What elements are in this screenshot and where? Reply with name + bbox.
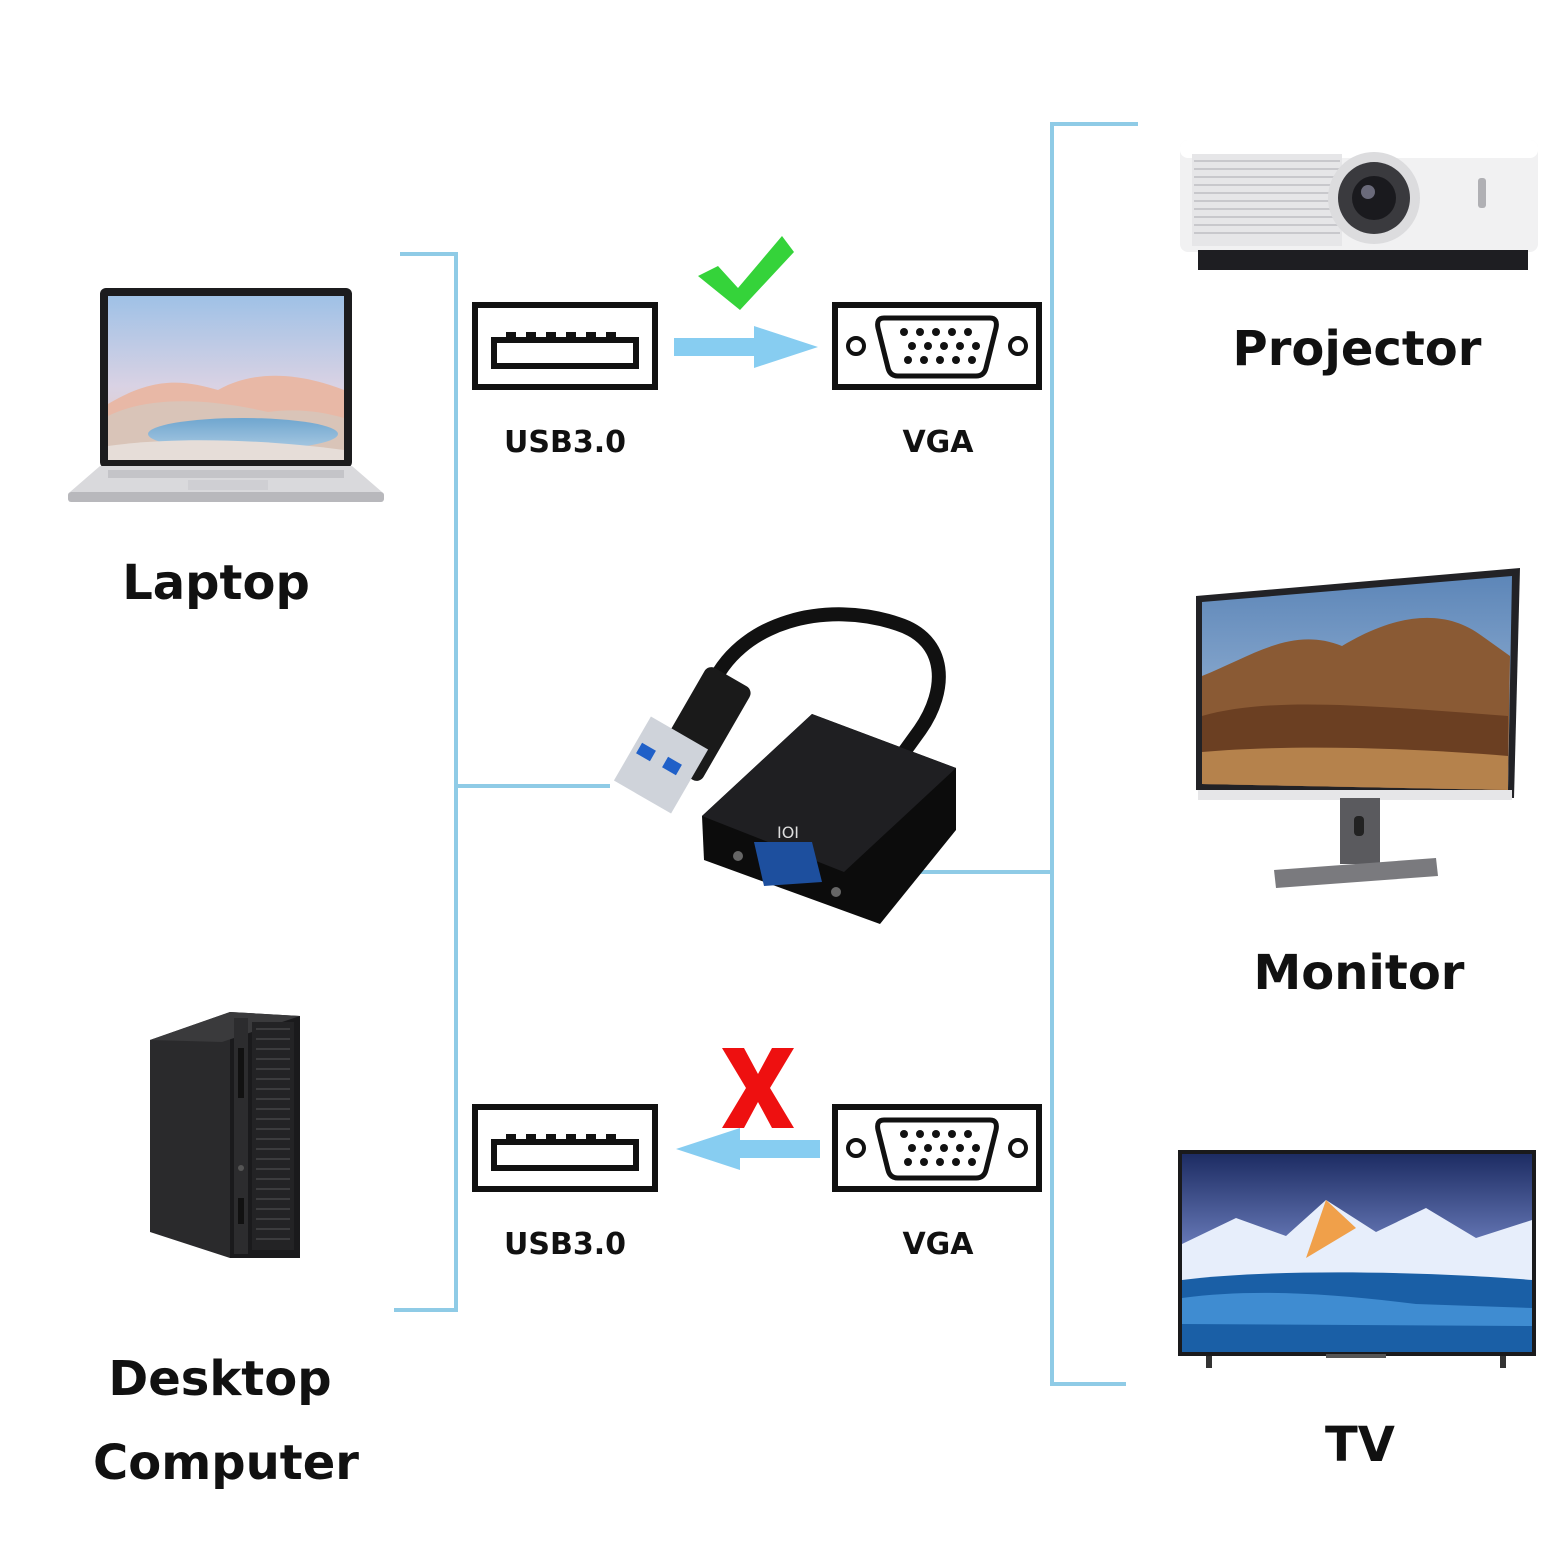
bottom-vga-port-icon (832, 1104, 1042, 1192)
bottom-arrow-left-icon (676, 1128, 820, 1170)
laptop-image (68, 288, 384, 502)
tv-image (1178, 1150, 1536, 1368)
top-usb-label: USB3.0 (504, 425, 626, 460)
tv-label: TV (1325, 1417, 1395, 1473)
usb-vga-adapter-image: IOI (613, 607, 956, 924)
projector-label: Projector (1232, 321, 1482, 377)
bottom-vga-label: VGA (902, 1227, 974, 1262)
laptop-label: Laptop (122, 555, 310, 611)
top-arrow-right-icon (674, 326, 818, 368)
monitor-image (1196, 568, 1520, 888)
desktop-computer-image (150, 1012, 300, 1258)
monitor-label: Monitor (1253, 945, 1465, 1001)
bottom-usb-label: USB3.0 (504, 1227, 626, 1262)
top-usb-port-icon (472, 302, 658, 390)
cross-icon (722, 1048, 794, 1128)
check-icon (698, 236, 794, 310)
adapter-vga-mark: IOI (777, 823, 799, 842)
top-vga-label: VGA (902, 425, 974, 460)
desktop-label-line2: Computer (93, 1435, 359, 1491)
projector-image (1180, 140, 1538, 270)
top-vga-port-icon (832, 302, 1042, 390)
bottom-usb-port-icon (472, 1104, 658, 1192)
desktop-label-line1: Desktop (108, 1351, 332, 1407)
